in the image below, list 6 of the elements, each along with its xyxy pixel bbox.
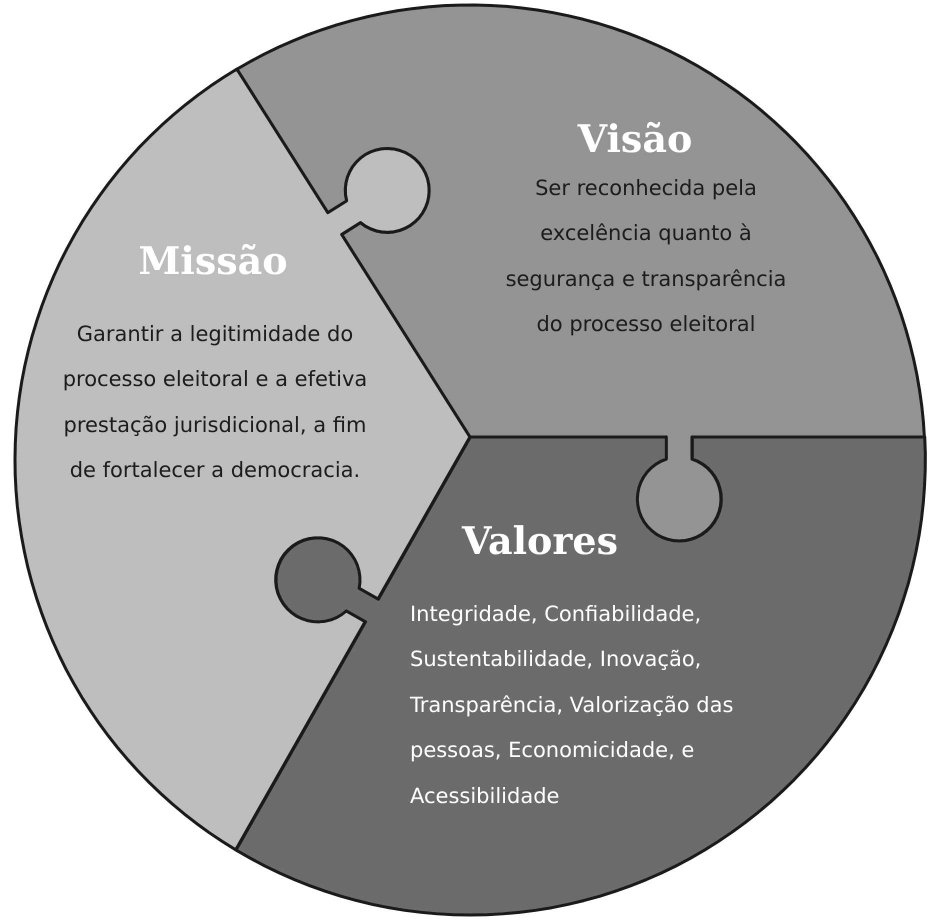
piece-text: Garantir a legitimidade do processo eleitoral e a efetiva prestação jurisdicional, a fim de fortalecer a democracia. (62, 320, 368, 484)
piece-text: Ser reconhecida pela excelência quanto à segurança e transparência do processo eleitoral (504, 174, 788, 338)
piece-heading: Visão (578, 116, 692, 161)
piece-heading: Valores (462, 518, 618, 563)
piece-heading: Missão (138, 238, 288, 283)
piece-text: Integridade, Confiabilidade, Sustentabilidade, Inovação, Transparência, Valorização das pessoas, Economicidade, e Acessibilidade (410, 600, 734, 810)
